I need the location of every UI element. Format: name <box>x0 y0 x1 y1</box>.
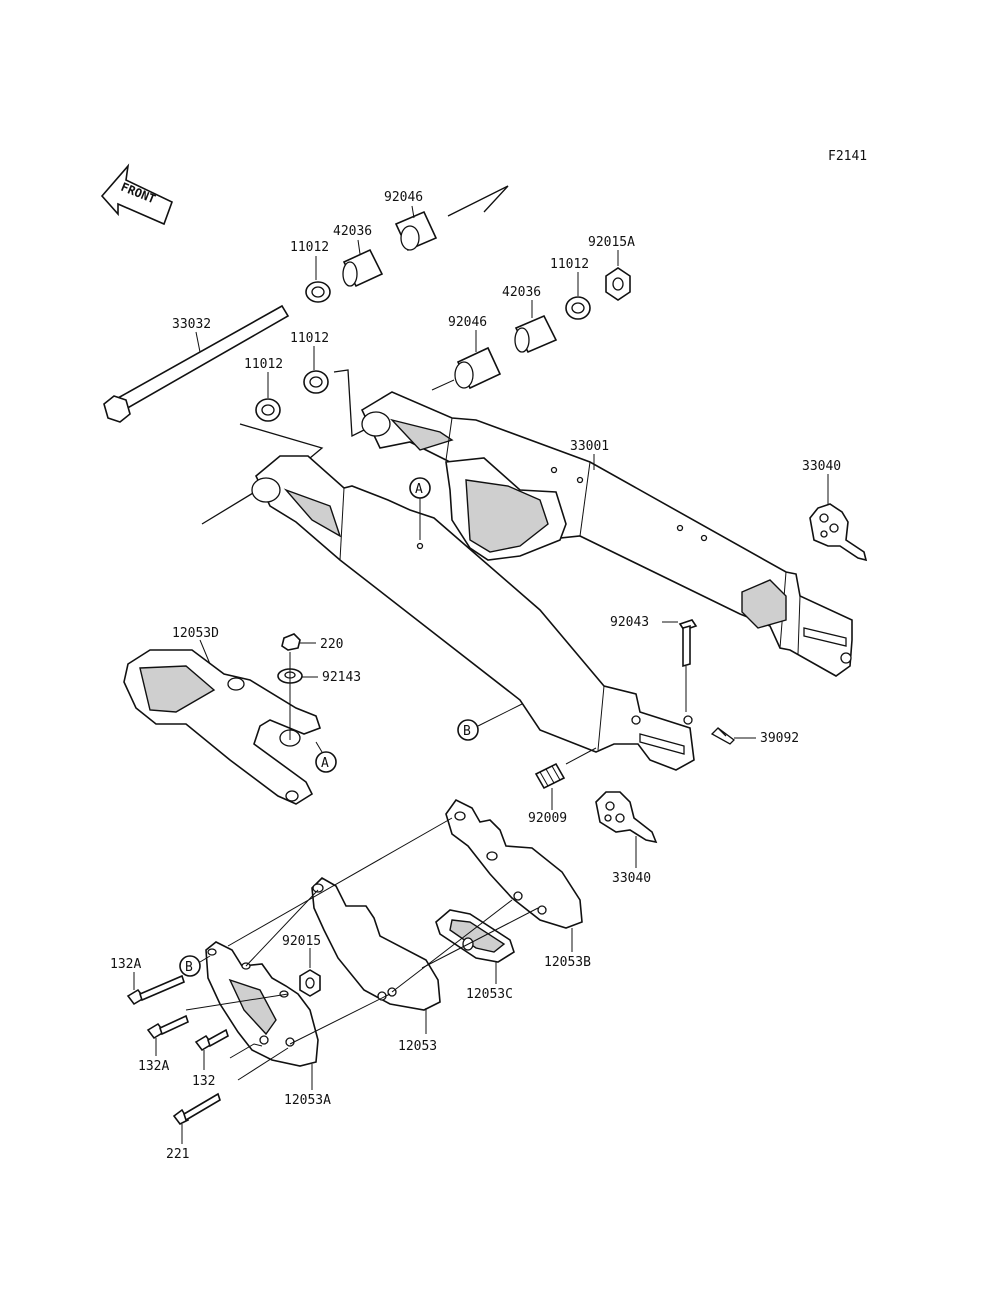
bolt-92043-icon <box>678 619 698 668</box>
nut-92015-icon <box>299 969 321 997</box>
label-11012-left: 11012 <box>244 357 283 372</box>
callout-B-top: B <box>457 703 523 741</box>
label-12053A: 12053A <box>284 1093 331 1108</box>
label-33040-bottom: 33040 <box>612 871 651 886</box>
screw-221-icon <box>172 1092 221 1126</box>
bolt-132-icon <box>194 1028 229 1052</box>
bolt-132A-bottom-icon <box>146 1014 189 1040</box>
chain-guide-12053B-icon <box>445 798 583 929</box>
bolt-132A-top-icon <box>126 974 185 1006</box>
label-39092: 39092 <box>760 731 799 746</box>
chain-adjuster-33040-bottom-icon <box>595 791 658 844</box>
label-11012-top: 11012 <box>290 240 329 255</box>
nut-92015A-icon <box>605 267 631 301</box>
label-33001: 33001 <box>570 439 609 454</box>
label-92046-right: 92046 <box>448 315 487 330</box>
collar-42036-top-icon <box>342 248 384 288</box>
label-132A-top: 132A <box>110 957 141 972</box>
label-12053D: 12053D <box>172 626 219 641</box>
callout-B-bottom: B <box>179 955 211 977</box>
svg-text:A: A <box>321 756 329 771</box>
label-12053B: 12053B <box>544 955 591 970</box>
label-42036-right: 42036 <box>502 285 541 300</box>
clip-39092-icon <box>710 727 735 745</box>
pivot-shaft-33032-icon <box>103 304 290 423</box>
label-132: 132 <box>192 1074 215 1089</box>
figure-id: F2141 <box>828 149 867 164</box>
chain-slider-12053D-icon <box>123 649 322 805</box>
label-92143: 92143 <box>322 670 361 685</box>
label-42036-top: 42036 <box>333 224 372 239</box>
bolt-220-icon <box>281 633 301 651</box>
label-12053C: 12053C <box>466 987 513 1002</box>
label-92015A: 92015A <box>588 235 635 250</box>
svg-text:B: B <box>185 960 193 975</box>
guide-plate-12053A-icon <box>205 941 319 1067</box>
callout-A-bottom: A <box>315 741 337 773</box>
callout-A-top: A <box>409 477 431 540</box>
label-92009: 92009 <box>528 811 567 826</box>
chain-guide-12053-icon <box>311 877 441 1011</box>
label-132A-bottom: 132A <box>138 1059 169 1074</box>
stud-92009-icon <box>534 762 566 790</box>
bearing-92046-right-icon <box>454 346 502 390</box>
seal-11012-mid-icon <box>303 370 329 394</box>
front-arrow-icon: FRONT <box>100 163 173 226</box>
label-11012-mid: 11012 <box>290 331 329 346</box>
bearing-92046-top-icon <box>394 210 438 252</box>
chain-adjuster-33040-top-icon <box>809 503 868 562</box>
label-92046-top: 92046 <box>384 190 423 205</box>
svg-text:B: B <box>463 724 471 739</box>
swingarm-33001-icon <box>251 391 853 771</box>
seal-11012-top-icon <box>305 281 331 303</box>
label-11012-right: 11012 <box>550 257 589 272</box>
label-33040-top: 33040 <box>802 459 841 474</box>
seal-11012-right-icon <box>565 296 591 320</box>
collar-42036-right-icon <box>514 314 558 354</box>
label-220: 220 <box>320 637 343 652</box>
label-33032: 33032 <box>172 317 211 332</box>
svg-text:A: A <box>415 482 423 497</box>
label-92043: 92043 <box>610 615 649 630</box>
label-92015: 92015 <box>282 934 321 949</box>
chain-pad-12053C-icon <box>435 909 515 963</box>
label-12053: 12053 <box>398 1039 437 1054</box>
label-221: 221 <box>166 1147 189 1162</box>
seal-11012-left-icon <box>255 398 281 422</box>
